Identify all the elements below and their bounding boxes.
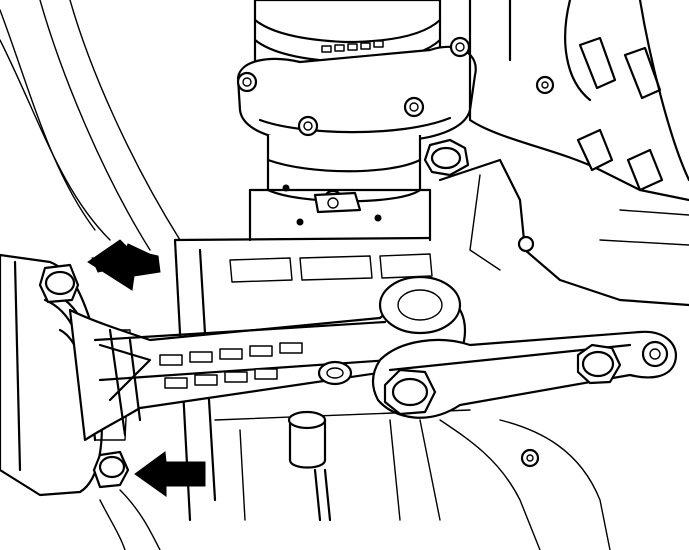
lower-stud	[287, 410, 332, 522]
shaft-flange	[236, 36, 477, 203]
body-structure-right	[468, 0, 689, 468]
boot-ribs	[321, 40, 384, 53]
upper-arrow-icon	[87, 239, 161, 291]
housing-bolt	[282, 138, 470, 226]
lower-arrow-icon	[134, 451, 206, 497]
body-panel-lines	[0, 0, 181, 550]
torque-rod	[68, 275, 467, 442]
rod-ribs	[159, 342, 303, 389]
pendulum-link	[371, 330, 678, 419]
